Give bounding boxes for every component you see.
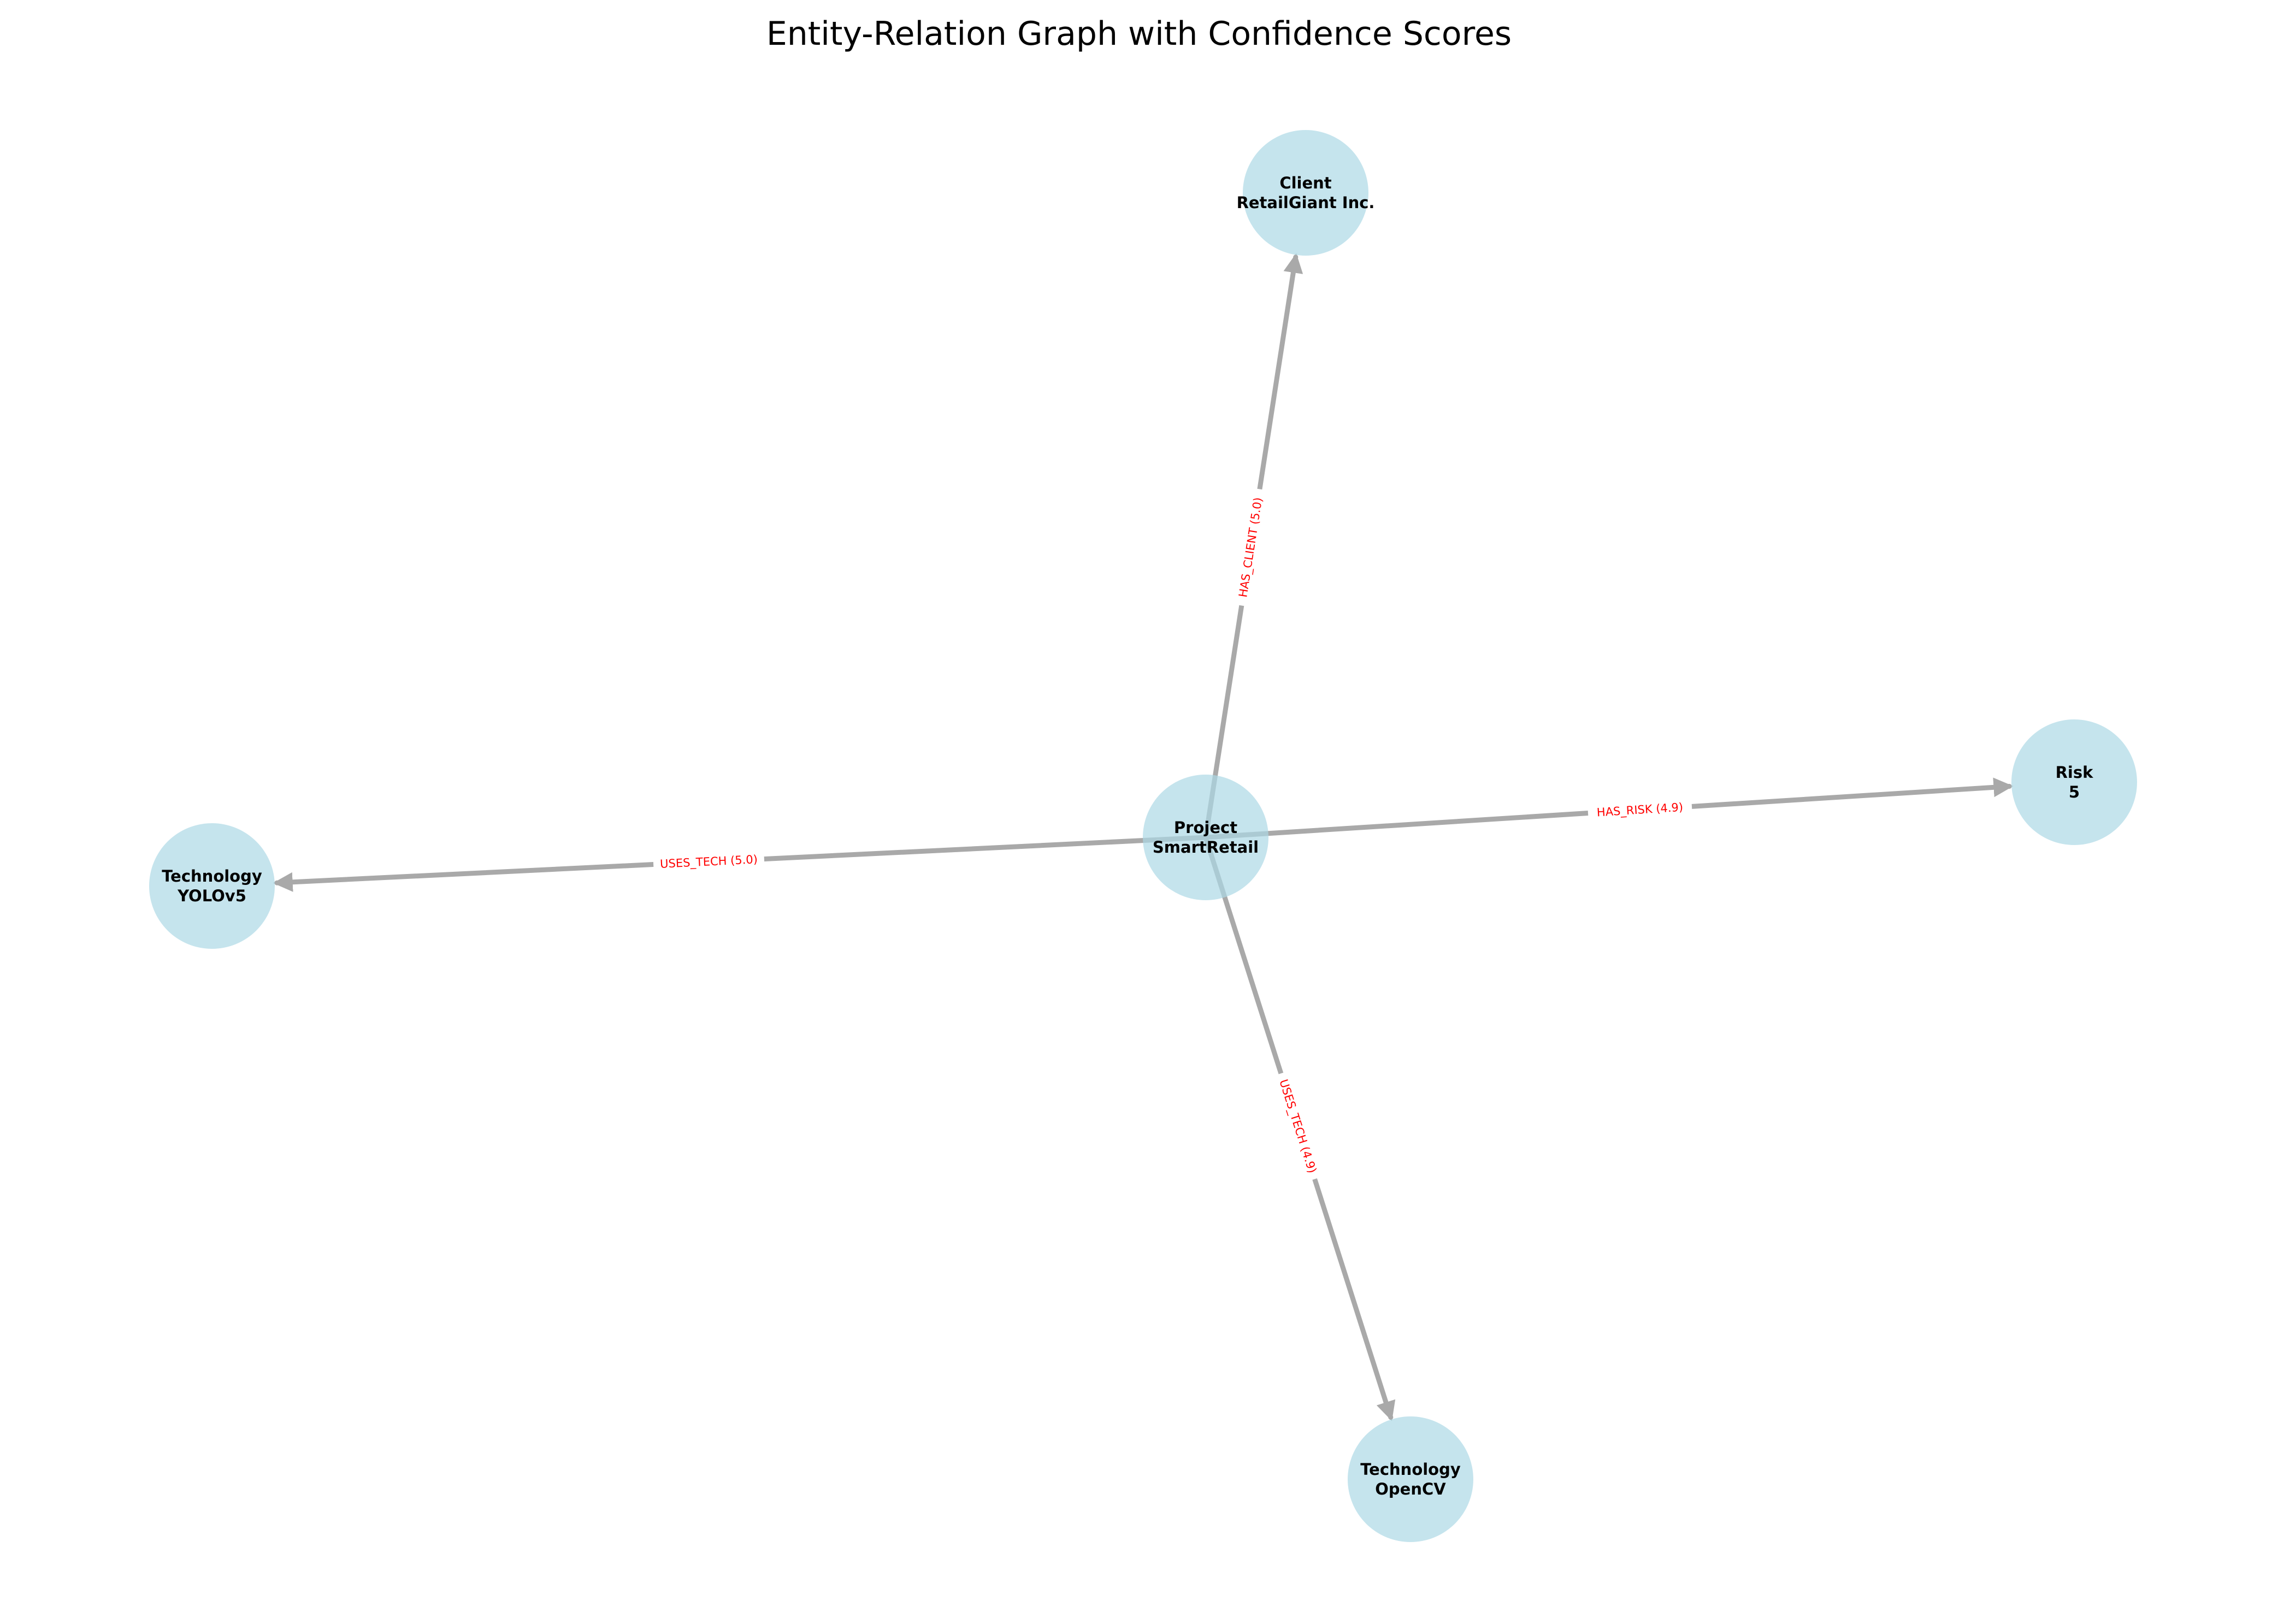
edge-label-background bbox=[1233, 488, 1268, 607]
node-client[interactable] bbox=[1243, 130, 1368, 256]
node-label-client-0: Client bbox=[1279, 174, 1331, 192]
edge-label: USES_TECH (4.9) bbox=[1276, 1078, 1319, 1175]
node-label-risk-0: Risk bbox=[2056, 763, 2094, 782]
edge-label-group: USES_TECH (4.9) bbox=[1273, 1071, 1323, 1182]
edge-label-background bbox=[1273, 1071, 1323, 1182]
node-project[interactable] bbox=[1143, 775, 1268, 900]
node-label-yolo-1: YOLOv5 bbox=[177, 887, 246, 905]
edge-label-background bbox=[653, 851, 765, 873]
edge-label-background bbox=[1587, 798, 1692, 822]
node-label-client-1: RetailGiant Inc. bbox=[1237, 193, 1375, 212]
node-label-opencv-1: OpenCV bbox=[1375, 1480, 1446, 1498]
edge-label-group: USES_TECH (5.0) bbox=[653, 851, 765, 873]
node-label-opencv-0: Technology bbox=[1360, 1460, 1461, 1479]
node-label-project-1: SmartRetail bbox=[1153, 838, 1259, 857]
node-label-yolo-0: Technology bbox=[162, 867, 262, 885]
node-opencv[interactable] bbox=[1348, 1416, 1473, 1542]
node-yolo[interactable] bbox=[149, 823, 275, 949]
node-label-project-0: Project bbox=[1174, 818, 1237, 837]
edge-label-group: HAS_CLIENT (5.0) bbox=[1233, 488, 1268, 607]
edge-label: HAS_CLIENT (5.0) bbox=[1236, 497, 1265, 598]
node-risk[interactable] bbox=[2011, 719, 2137, 845]
edge-label-group: HAS_RISK (4.9) bbox=[1587, 798, 1692, 822]
graph-title: Entity-Relation Graph with Confidence Sc… bbox=[766, 15, 1512, 53]
node-label-risk-1: 5 bbox=[2069, 783, 2080, 801]
